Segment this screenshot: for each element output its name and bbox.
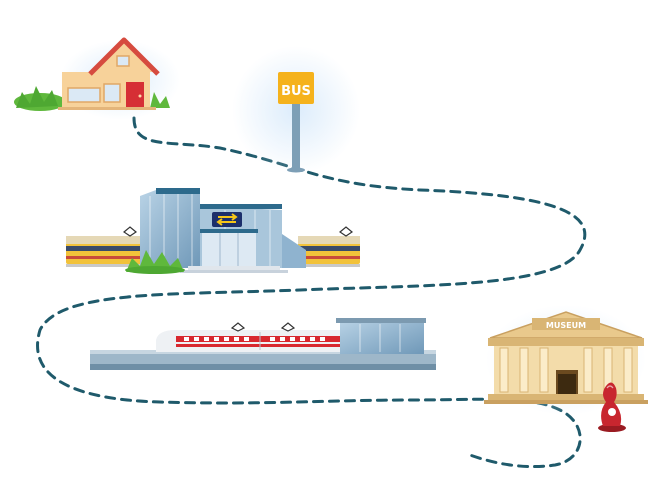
house-icon — [14, 37, 180, 120]
museum-icon: MUSEUM — [484, 305, 648, 415]
bush-icon — [125, 250, 185, 274]
bus-sign-label: BUS — [281, 84, 311, 99]
train-station-icon — [66, 188, 360, 274]
bush-icon — [14, 86, 170, 111]
ns-logo-icon — [216, 213, 238, 226]
bus-stop-icon: BUS — [232, 46, 360, 174]
location-pawn-icon — [598, 382, 626, 432]
red-train — [156, 322, 340, 352]
museum-sign-label: MUSEUM — [546, 321, 586, 330]
train-right — [298, 226, 360, 267]
train-left — [66, 226, 146, 267]
train-platform-icon — [90, 318, 436, 370]
